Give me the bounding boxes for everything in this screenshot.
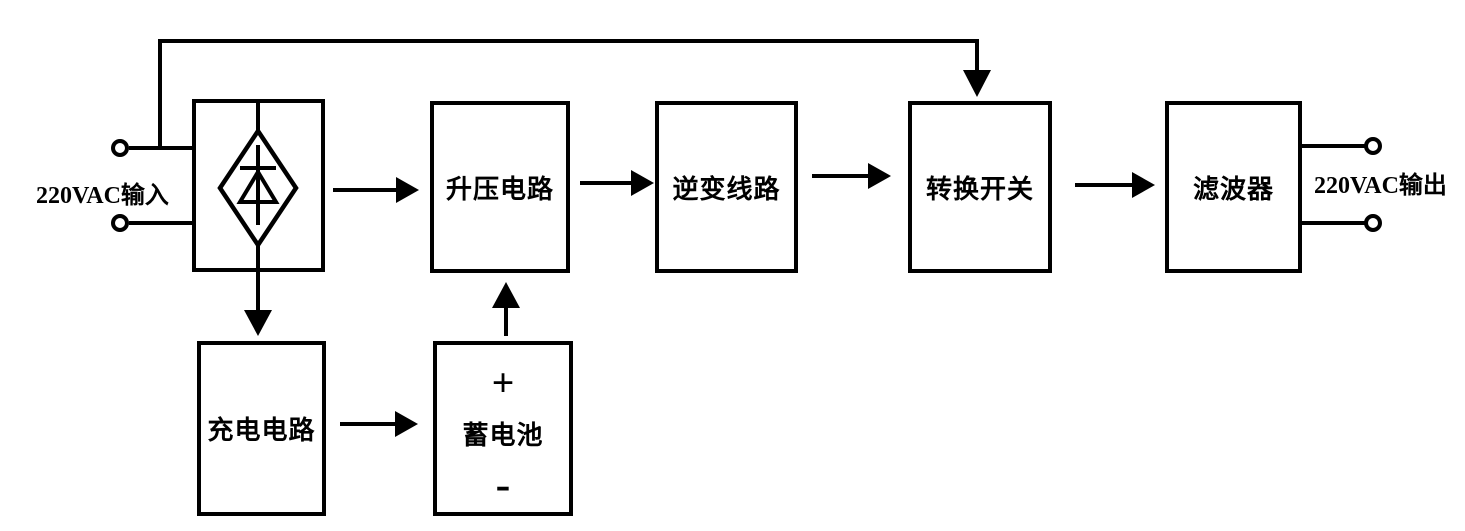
block-filter: 滤波器	[1165, 101, 1302, 273]
arrowhead-right-icon	[1132, 172, 1155, 198]
ac-output-label: 220VAC输出	[1314, 173, 1447, 199]
output-terminal-bottom-icon	[1364, 214, 1382, 232]
battery-minus-terminal-label: -	[495, 460, 511, 509]
block-transfer-switch: 转换开关	[908, 101, 1052, 273]
bypass-arrowhead-icon	[963, 70, 991, 97]
transfer-switch-label: 转换开关	[925, 174, 1034, 204]
arrowhead-right-icon	[395, 411, 418, 437]
inverter-circuit-label: 逆变线路	[672, 174, 781, 204]
arrowhead-up-icon	[492, 282, 520, 308]
block-rectifier	[192, 99, 325, 272]
input-terminal-bottom-icon	[111, 214, 129, 232]
arrowhead-right-icon	[868, 163, 891, 189]
boost-circuit-label: 升压电路	[445, 174, 554, 204]
input-terminal-top-icon	[111, 139, 129, 157]
output-terminal-top-icon	[1364, 137, 1382, 155]
ac-input-label: 220VAC输入	[36, 183, 169, 209]
charger-circuit-label: 充电电路	[207, 416, 316, 445]
battery-plus-terminal-label: +	[491, 360, 515, 405]
arrowhead-down-icon	[244, 310, 272, 336]
filter-label: 滤波器	[1192, 174, 1274, 204]
block-charger-circuit: 充电电路	[197, 341, 326, 516]
block-inverter-circuit: 逆变线路	[655, 101, 798, 273]
arrowhead-right-icon	[396, 177, 419, 203]
block-boost-circuit: 升压电路	[430, 101, 570, 273]
battery-label: 蓄电池	[462, 421, 544, 450]
block-battery: + 蓄电池 -	[433, 341, 573, 516]
arrowhead-right-icon	[631, 170, 654, 196]
